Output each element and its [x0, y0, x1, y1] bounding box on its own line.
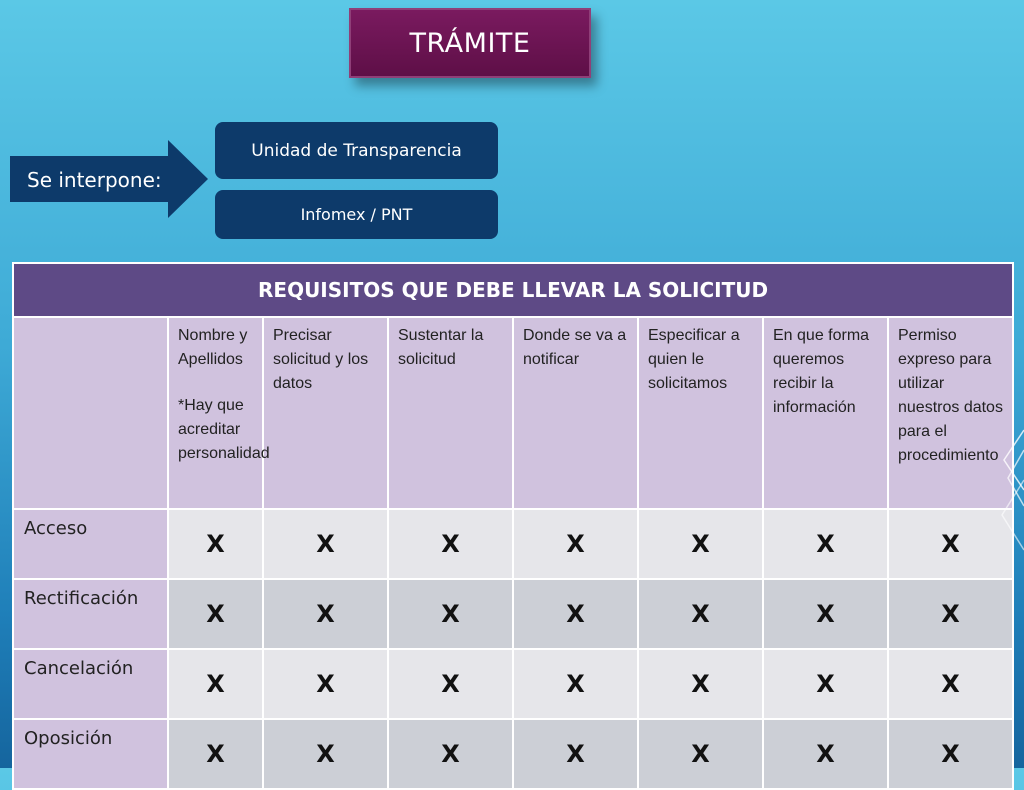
check-mark: X: [387, 648, 514, 720]
check-mark: X: [262, 648, 389, 720]
table-row: Acceso X X X X X X X: [12, 508, 1015, 580]
option-infomex-pnt: Infomex / PNT: [215, 190, 498, 239]
row-label: Cancelación: [12, 648, 169, 720]
requirement-text: Especificar a quien le solicitamos: [648, 327, 740, 392]
requirement-cell: En que forma queremos recibir la informa…: [762, 316, 889, 510]
requirements-row: Nombre y Apellidos *Hay que acreditar pe…: [12, 316, 1015, 510]
requirement-text: Sustentar la solicitud: [398, 327, 484, 368]
check-mark: X: [886, 718, 1015, 790]
requirement-note: *Hay que acreditar personalidad: [178, 397, 270, 462]
table-header: REQUISITOS QUE DEBE LLEVAR LA SOLICITUD: [11, 262, 1015, 318]
check-mark: X: [762, 718, 889, 790]
check-mark: X: [512, 578, 639, 650]
check-mark: X: [886, 508, 1015, 580]
title-box: TRÁMITE: [349, 8, 591, 78]
arrow-right-icon: [10, 140, 208, 218]
check-mark: X: [762, 578, 889, 650]
requirement-text: Permiso expreso para utilizar nuestros d…: [898, 327, 1003, 464]
check-mark: X: [762, 508, 889, 580]
check-mark: X: [262, 578, 389, 650]
check-mark: X: [886, 648, 1015, 720]
check-mark: X: [167, 648, 264, 720]
check-mark: X: [886, 578, 1015, 650]
requirement-cell: Donde se va a notificar: [512, 316, 639, 510]
check-mark: X: [262, 718, 389, 790]
empty-corner-cell: [12, 316, 169, 510]
check-mark: X: [512, 648, 639, 720]
interpone-label: Se interpone:: [27, 168, 162, 192]
requirements-table: REQUISITOS QUE DEBE LLEVAR LA SOLICITUD …: [11, 262, 1015, 790]
requirement-cell: Sustentar la solicitud: [387, 316, 514, 510]
check-mark: X: [512, 718, 639, 790]
check-mark: X: [762, 648, 889, 720]
table-row: Rectificación X X X X X X X: [12, 578, 1015, 650]
requirement-text: Donde se va a notificar: [523, 327, 627, 368]
slide-title: TRÁMITE: [409, 27, 531, 59]
option-unidad-transparencia: Unidad de Transparencia: [215, 122, 498, 179]
check-mark: X: [637, 718, 764, 790]
check-mark: X: [637, 648, 764, 720]
requirement-text: Precisar solicitud y los datos: [273, 327, 369, 392]
check-mark: X: [167, 578, 264, 650]
check-mark: X: [262, 508, 389, 580]
check-mark: X: [387, 578, 514, 650]
check-mark: X: [387, 718, 514, 790]
requirement-text: Nombre y Apellidos: [178, 327, 248, 368]
table-row: Oposición X X X X X X X: [12, 718, 1015, 790]
row-label: Oposición: [12, 718, 169, 790]
decorative-lines-icon: [1001, 429, 1024, 551]
check-mark: X: [167, 508, 264, 580]
requirement-text: En que forma queremos recibir la informa…: [773, 327, 870, 416]
check-mark: X: [512, 508, 639, 580]
requirement-cell: Nombre y Apellidos *Hay que acreditar pe…: [167, 316, 270, 510]
requirement-cell: Especificar a quien le solicitamos: [637, 316, 764, 510]
check-mark: X: [167, 718, 264, 790]
row-label: Acceso: [12, 508, 169, 580]
table-row: Cancelación X X X X X X X: [12, 648, 1015, 720]
row-label: Rectificación: [12, 578, 169, 650]
check-mark: X: [637, 508, 764, 580]
requirement-cell: Permiso expreso para utilizar nuestros d…: [886, 316, 1015, 510]
check-mark: X: [387, 508, 514, 580]
check-mark: X: [637, 578, 764, 650]
requirement-cell: Precisar solicitud y los datos: [262, 316, 389, 510]
